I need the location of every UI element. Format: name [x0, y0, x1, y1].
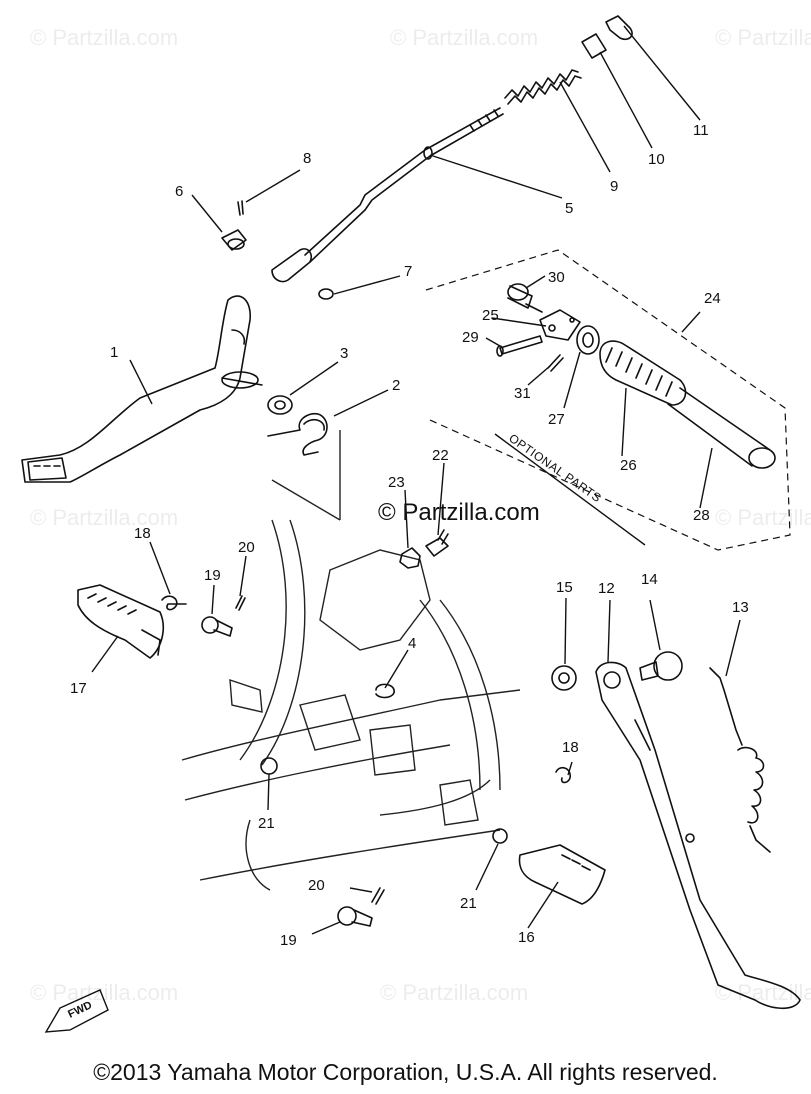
footrest-pin-left [201, 616, 233, 637]
washer-27 [576, 325, 600, 355]
callout-3: 3 [340, 345, 348, 362]
callout-18b: 18 [562, 739, 579, 756]
stand-spring [709, 667, 771, 853]
watermark-grid: © Partzilla.com © Partzilla.com © Partzi… [30, 25, 811, 1005]
copyright-footer: ©2013 Yamaha Motor Corporation, U.S.A. A… [93, 1059, 718, 1085]
callout-11: 11 [693, 122, 709, 139]
callout-19: 19 [204, 567, 221, 584]
washer [267, 395, 293, 415]
brake-pedal [21, 295, 263, 483]
callout-21b: 21 [460, 895, 477, 912]
washer-21-left [260, 757, 278, 775]
footrest-right [518, 844, 606, 905]
watermark: © Partzilla.com [390, 25, 538, 50]
callout-4: 4 [408, 635, 416, 652]
washer-21-right [492, 828, 508, 844]
callout-9: 9 [610, 178, 618, 195]
callout-17: 17 [70, 680, 87, 697]
rod-spring [504, 69, 582, 105]
callout-24: 24 [704, 290, 721, 307]
bolt-22 [425, 529, 449, 557]
frame-structure [181, 430, 521, 891]
watermark: © Partzilla.com [715, 25, 811, 50]
collar [507, 283, 533, 309]
bolt [496, 335, 543, 357]
callout-6: 6 [175, 183, 183, 200]
cotter-pin-left [235, 595, 246, 611]
callout-31: 31 [514, 385, 531, 402]
brake-rod [271, 107, 504, 283]
clip [375, 683, 395, 699]
callout-12: 12 [598, 580, 615, 597]
callout-25: 25 [482, 307, 499, 324]
footrest-left [77, 584, 165, 659]
callout-1: 1 [110, 344, 118, 361]
callout-13: 13 [732, 599, 749, 616]
watermark: © Partzilla.com [380, 980, 528, 1005]
optional-parts-label: OPTIONAL PARTS [506, 431, 604, 505]
cotter-pin-31 [547, 354, 564, 372]
side-stand [595, 661, 801, 1010]
center-watermark: © Partzilla.com [378, 499, 540, 526]
pipe [667, 387, 776, 469]
return-spring [267, 412, 328, 456]
plain-washer [318, 288, 334, 300]
callout-20: 20 [238, 539, 255, 556]
watermark: © Partzilla.com [715, 505, 811, 530]
callout-27: 27 [548, 411, 565, 428]
rod-joint [605, 15, 633, 41]
adjusting-nut [581, 33, 607, 59]
watermark: © Partzilla.com [715, 980, 811, 1005]
stand-bolt [639, 651, 683, 681]
callout-23: 23 [388, 474, 405, 491]
footrest-spring-left [161, 595, 187, 611]
callout-20b: 20 [308, 877, 325, 894]
callout-15: 15 [556, 579, 573, 596]
callout-19b: 19 [280, 932, 297, 949]
cotter-pin-right [371, 887, 385, 905]
callout-22: 22 [432, 447, 449, 464]
footrest-pin-right [337, 906, 373, 927]
callout-28: 28 [693, 507, 710, 524]
callout-10: 10 [648, 151, 665, 168]
watermark: © Partzilla.com [30, 505, 178, 530]
callout-14: 14 [641, 571, 658, 588]
callout-18: 18 [134, 525, 151, 542]
footrest-spring-right [555, 766, 571, 784]
callout-29: 29 [462, 329, 479, 346]
callout-7: 7 [404, 263, 412, 280]
clevis-pin [221, 229, 247, 251]
callout-2: 2 [392, 377, 400, 394]
watermark: © Partzilla.com [30, 25, 178, 50]
callout-26: 26 [620, 457, 637, 474]
callout-5: 5 [565, 200, 573, 217]
nut-23 [399, 547, 421, 569]
grip [599, 340, 687, 406]
stand-collar [551, 665, 577, 691]
callout-labels: 1 2 3 4 5 6 7 8 9 10 11 12 13 14 15 16 1… [70, 122, 749, 949]
leader-lines [91, 25, 741, 935]
callout-21: 21 [258, 815, 275, 832]
callout-16: 16 [518, 929, 535, 946]
cotter-pin [237, 200, 244, 216]
callout-30: 30 [548, 269, 565, 286]
callout-8: 8 [303, 150, 311, 167]
bracket [525, 303, 581, 341]
